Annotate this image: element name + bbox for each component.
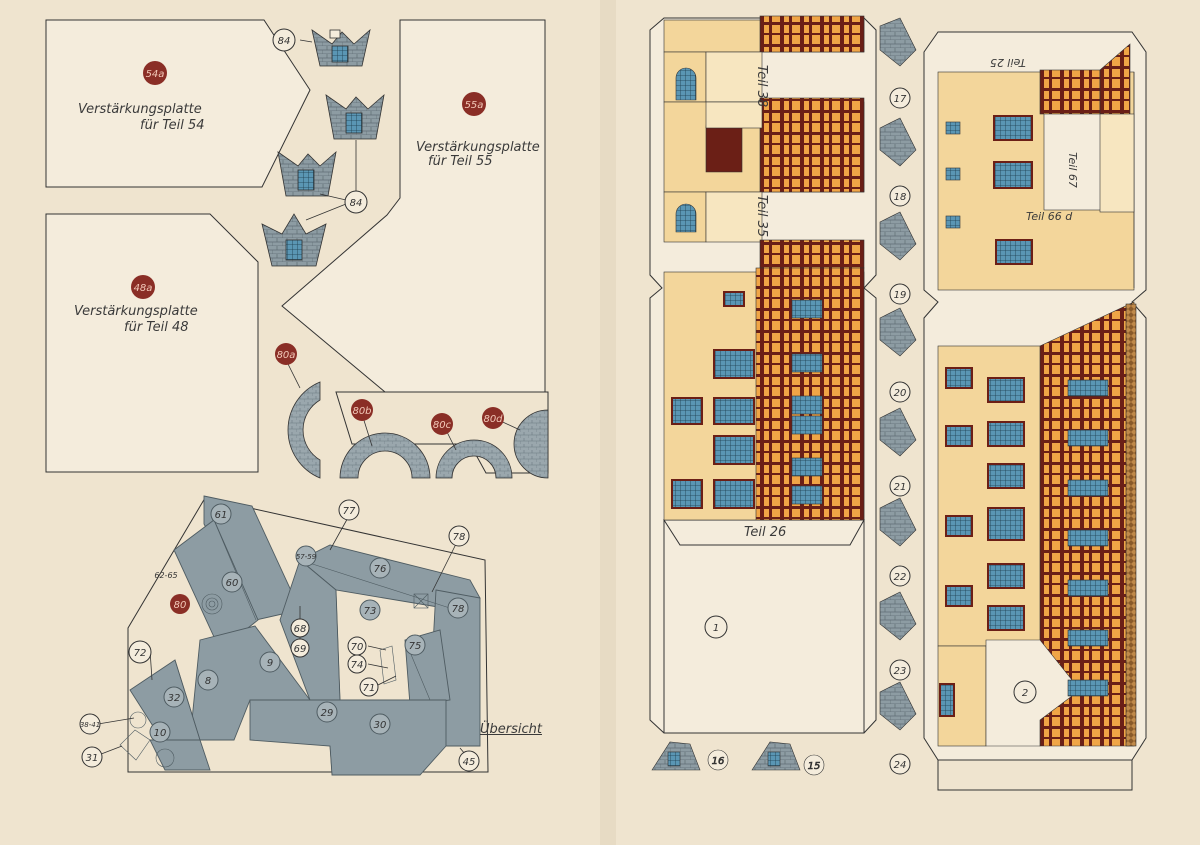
wall-2-upper-facade [937,43,1135,291]
svg-text:68: 68 [294,624,307,635]
plate-48-title: Verstärkungsplatte [74,304,198,319]
svg-text:78: 78 [452,604,465,615]
dormer-cutouts-16-15: 16 15 [651,741,825,776]
svg-text:80a: 80a [277,350,296,361]
overview-title: Übersicht [480,722,542,737]
svg-text:18: 18 [894,192,907,203]
svg-text:80b: 80b [352,406,371,417]
reinforcement-plate-54a [45,19,311,188]
svg-text:71: 71 [363,683,376,694]
svg-text:19: 19 [894,290,907,301]
svg-text:80c: 80c [433,420,452,431]
svg-text:74: 74 [351,660,364,671]
svg-text:15: 15 [808,761,821,772]
overview-plan: 77 78 68 69 70 74 71 72 38-41 31 [79,495,489,776]
svg-text:73: 73 [364,606,377,617]
svg-text:69: 69 [294,644,307,655]
wall-1-upper-facade [663,15,865,269]
svg-text:31: 31 [86,753,99,764]
label-teil-38: Teil 38 [754,64,770,108]
svg-text:24: 24 [894,760,907,771]
label-teil-66d: Teil 66 d [1026,210,1073,223]
svg-text:80d: 80d [483,414,503,425]
svg-text:22: 22 [894,572,907,583]
svg-text:20: 20 [894,388,907,399]
svg-text:60: 60 [226,578,239,589]
svg-text:1: 1 [713,623,719,634]
plate-55-subtitle: für Teil 55 [428,154,493,169]
arch-cutouts [287,363,549,479]
svg-text:9: 9 [267,658,273,669]
svg-text:17: 17 [894,94,907,105]
label-teil-25: Teil 25 [990,56,1026,69]
svg-text:29: 29 [321,708,334,719]
svg-text:32: 32 [168,693,181,704]
dormer-numbers: 17 18 19 20 21 22 23 24 [889,87,911,775]
svg-text:16: 16 [712,756,725,767]
svg-text:2: 2 [1022,688,1028,699]
wall-2-main-facade [937,301,1137,747]
svg-text:21: 21 [894,482,907,493]
svg-text:23: 23 [894,666,907,677]
dormer-cutouts-84 [261,28,385,267]
svg-text:77: 77 [343,506,356,517]
svg-text:38-41: 38-41 [80,721,100,729]
part-84-markers: 84 84 [272,28,368,214]
svg-text:8: 8 [205,676,211,687]
label-teil-26: Teil 26 [744,525,787,540]
arch-badges: 80a 80b 80c 80d [275,343,504,435]
wall-1-main-facade [663,267,865,521]
label-teil-35: Teil 35 [754,194,770,238]
svg-text:55a: 55a [465,100,484,111]
svg-text:45: 45 [463,757,476,768]
svg-text:75: 75 [409,641,422,652]
plate-54-title: Verstärkungsplatte [78,102,202,117]
svg-text:57-59: 57-59 [296,553,317,561]
plate-54-subtitle: für Teil 54 [140,118,205,133]
svg-text:84: 84 [350,198,363,209]
svg-text:54a: 54a [146,69,165,80]
plate-badges: 54a 55a 48a [131,61,486,299]
page-fold [600,0,616,845]
svg-text:84: 84 [278,36,291,47]
svg-text:10: 10 [154,728,167,739]
dormer-strip [879,17,917,731]
svg-text:48a: 48a [134,283,153,294]
svg-text:61: 61 [215,510,228,521]
svg-text:80: 80 [174,600,187,611]
svg-text:30: 30 [374,720,387,731]
svg-text:76: 76 [374,564,387,575]
label-teil-67: Teil 67 [1065,152,1079,188]
plate-55-title: Verstärkungsplatte [416,140,540,155]
plate-48-subtitle: für Teil 48 [124,320,189,335]
part-number-circles: 1 2 [704,615,1037,704]
svg-text:62-65: 62-65 [154,571,177,580]
svg-text:72: 72 [134,648,147,659]
reinforcement-plate-55a [281,19,546,393]
svg-text:78: 78 [453,532,466,543]
svg-text:70: 70 [351,642,364,653]
reinforcement-plate-48a [45,213,259,473]
